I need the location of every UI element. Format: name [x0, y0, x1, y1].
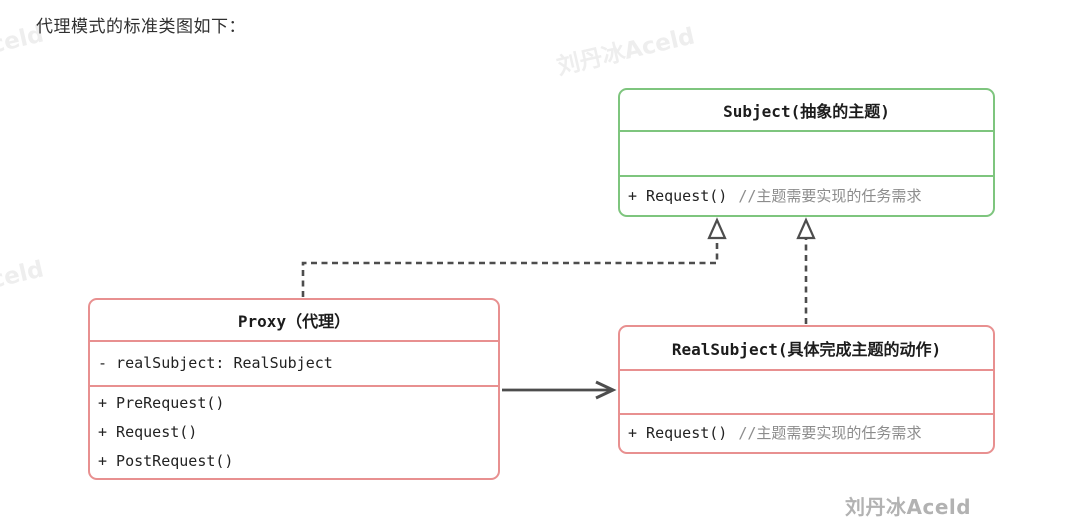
method-comment: //主题需要实现的任务需求	[738, 186, 922, 205]
class-methods-subject: + Request() //主题需要实现的任务需求	[620, 175, 993, 215]
class-title-text: RealSubject(具体完成主题的动作)	[671, 340, 942, 359]
watermark-faint-top: 刘丹冰Aceld	[554, 23, 698, 81]
class-title-subject: Subject(抽象的主题)	[620, 90, 993, 130]
class-box-realsubject: RealSubject(具体完成主题的动作) + Request() //主题需…	[618, 325, 995, 454]
class-methods-proxy: + PreRequest() + Request() + PostRequest…	[90, 385, 498, 478]
method-line: + PostRequest()	[98, 447, 498, 476]
realization-arrow-proxy-to-subject	[301, 217, 727, 297]
association-arrow-proxy-to-realsubject	[502, 380, 617, 400]
class-attributes-subject-empty	[620, 130, 993, 175]
hollow-triangle-arrowhead	[796, 217, 816, 240]
watermark-faint-left-mid: 刘丹冰Aceld	[0, 256, 47, 314]
method-line: + Request()	[98, 418, 498, 447]
method-line: + PreRequest()	[98, 389, 498, 418]
method-code: + Request()	[628, 186, 728, 205]
method-comment: //主题需要实现的任务需求	[738, 424, 922, 442]
attribute-code: - realSubject: RealSubject	[98, 354, 333, 373]
class-box-subject: Subject(抽象的主题) + Request() //主题需要实现的任务需求	[618, 88, 995, 217]
hollow-triangle-arrowhead	[707, 217, 727, 240]
realization-arrow-realsubject-to-subject	[796, 217, 816, 324]
page-title: 代理模式的标准类图如下：	[36, 17, 246, 37]
class-box-proxy: Proxy（代理） - realSubject: RealSubject + P…	[88, 298, 500, 480]
class-title-realsubject: RealSubject(具体完成主题的动作)	[620, 327, 993, 369]
class-title-proxy: Proxy（代理）	[90, 300, 498, 340]
class-attributes-proxy: - realSubject: RealSubject	[90, 339, 498, 385]
class-title-text: Proxy（代理）	[237, 311, 351, 331]
method-code: + Request()	[628, 424, 728, 442]
open-arrowhead	[595, 380, 617, 400]
class-title-text: Subject(抽象的主题)	[723, 102, 890, 121]
class-attributes-realsubject-empty	[620, 369, 993, 413]
method-line: + Request() //主题需要实现的任务需求	[628, 419, 993, 448]
method-code: + Request()	[98, 423, 198, 441]
watermark-author: 刘丹冰Aceld	[845, 495, 972, 519]
class-methods-realsubject: + Request() //主题需要实现的任务需求	[620, 413, 993, 452]
method-code: + PreRequest()	[98, 394, 225, 412]
method-line: + Request() //主题需要实现的任务需求	[628, 182, 993, 211]
method-code: + PostRequest()	[98, 452, 234, 470]
